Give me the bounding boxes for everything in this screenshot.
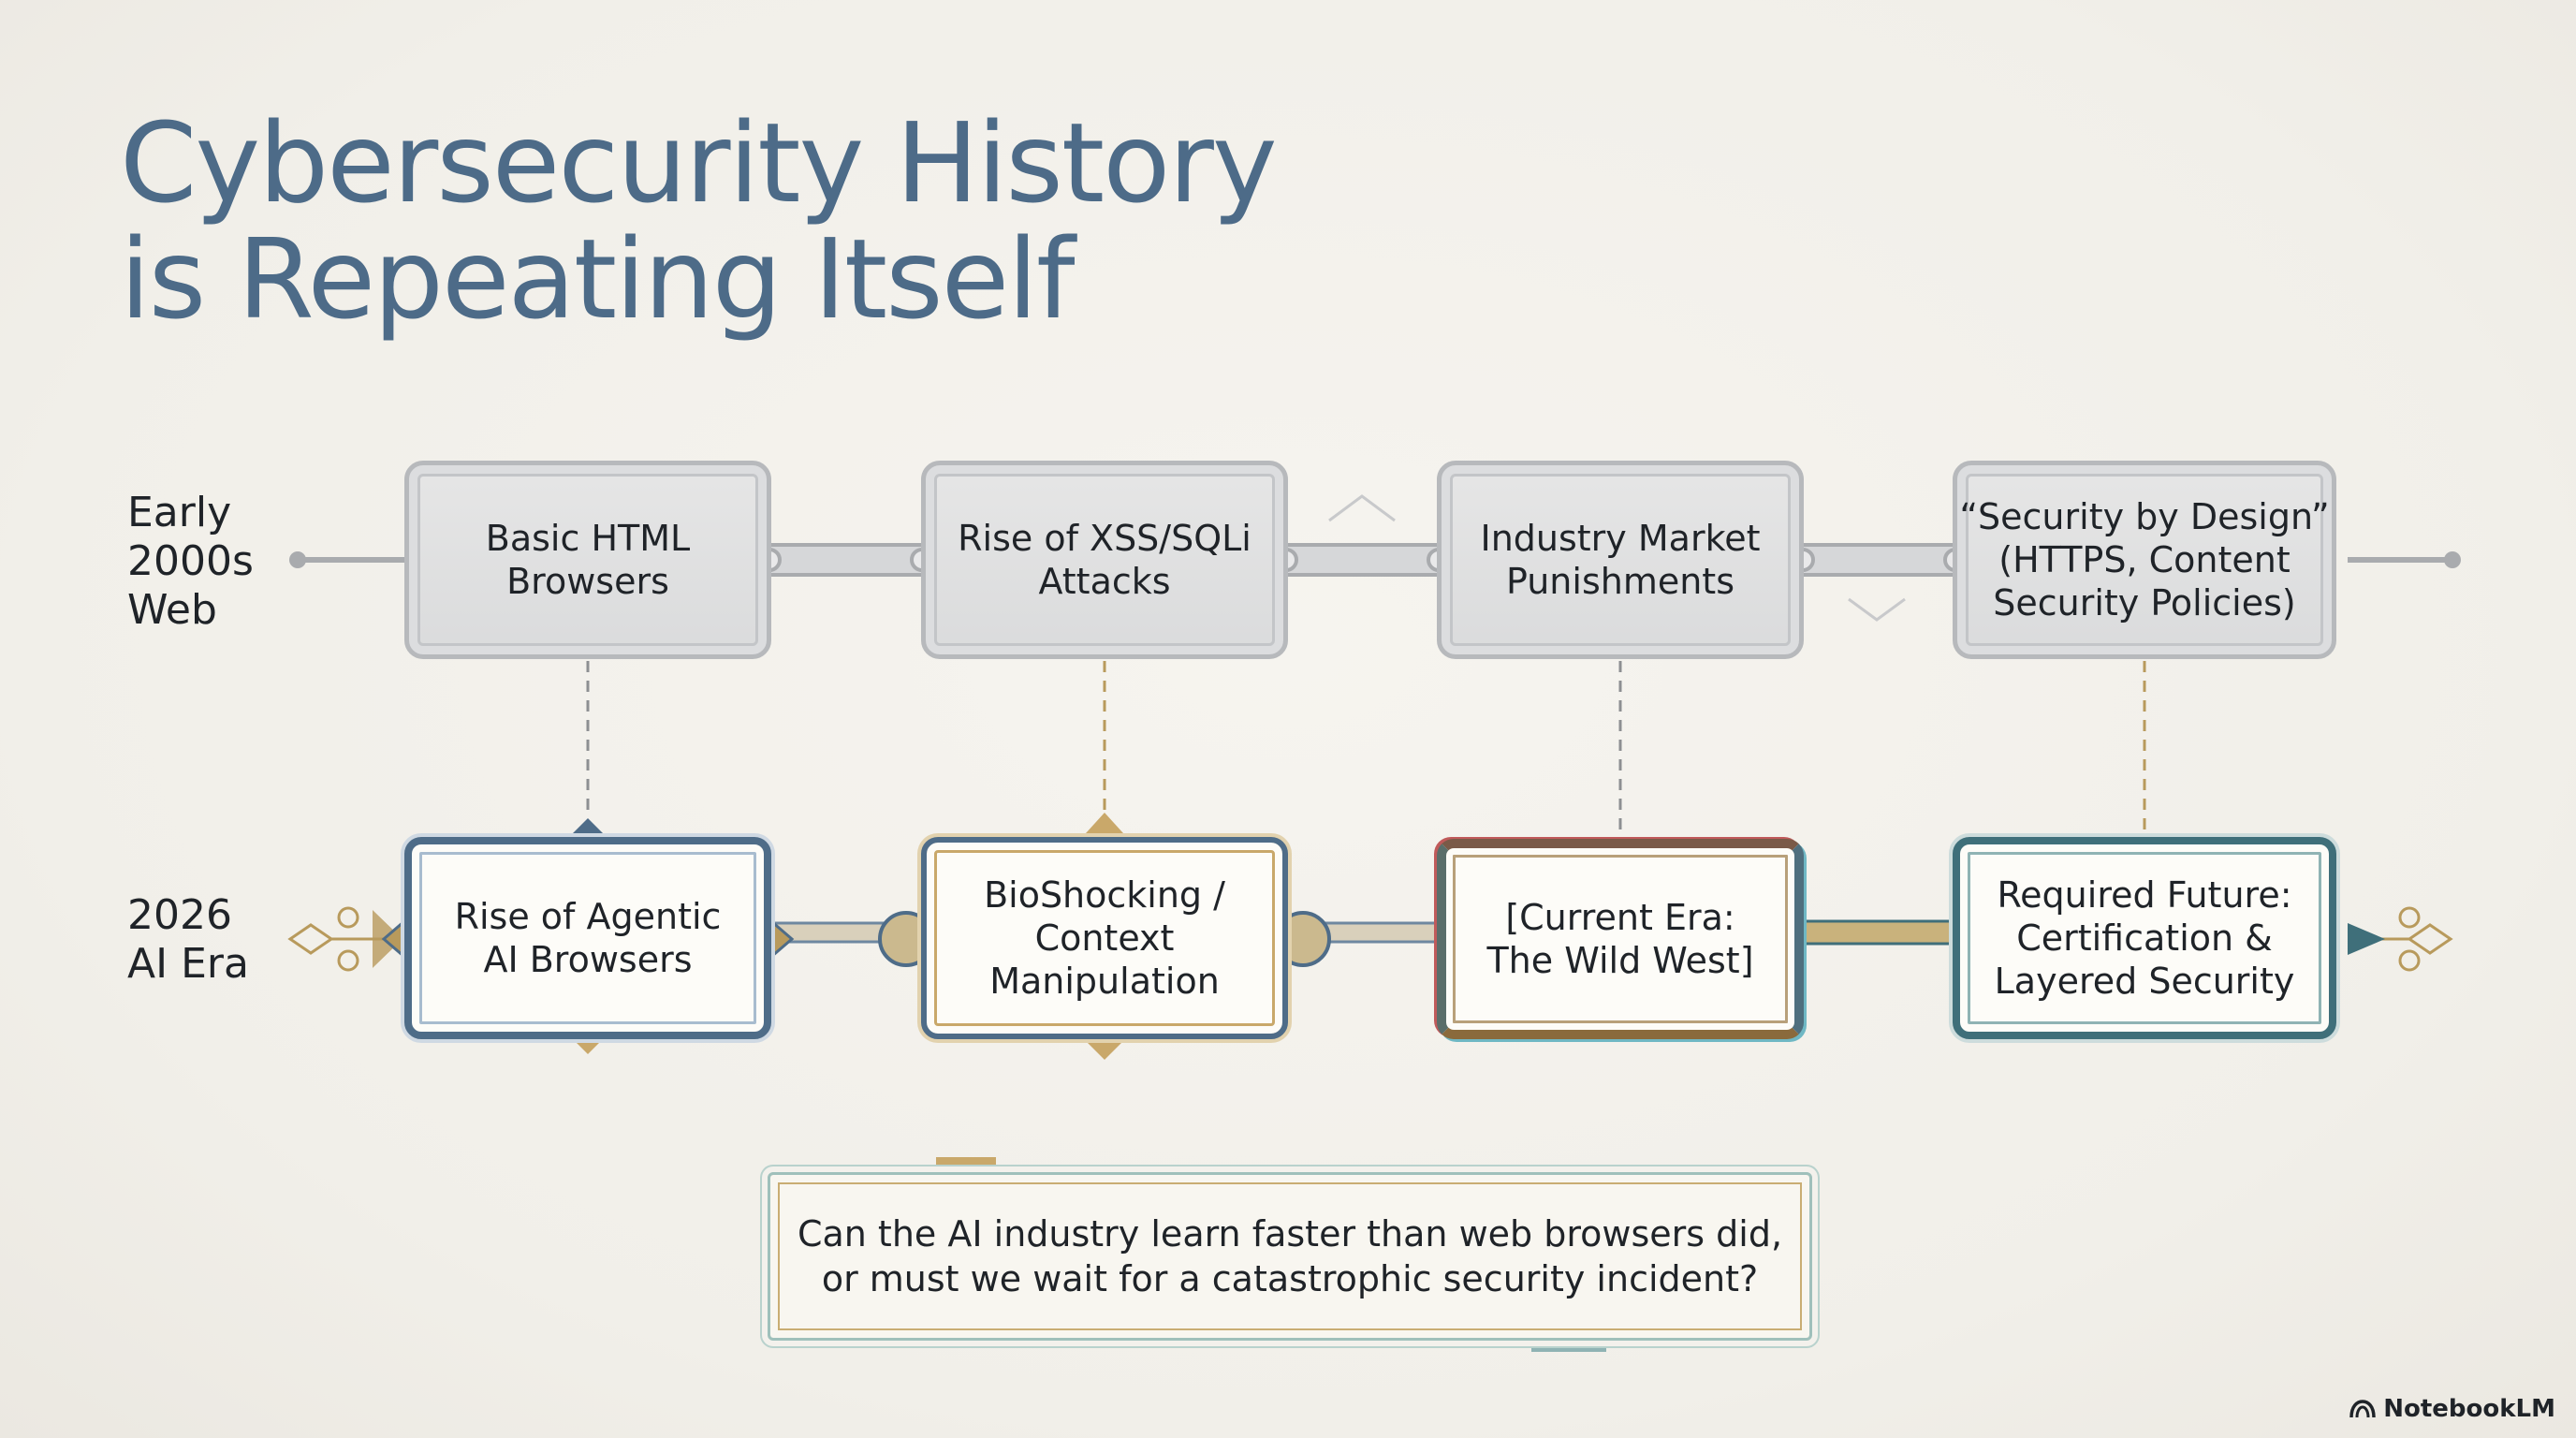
title-line-2: is Repeating Itself [120,214,1076,344]
web-stage-box: Basic HTML Browsers [404,461,771,659]
question-line: Can the AI industry learn faster than we… [797,1213,1783,1255]
web-stage-box: “Security by Design” (HTTPS, Content Sec… [1953,461,2336,659]
brand-name: NotebookLM [2383,1395,2555,1423]
web-stage-box: Rise of XSS/SQLi Attacks [921,461,1288,659]
ai-stage-text: AI Browsers [483,939,693,980]
ai-stage-text: [Current Era: [1505,897,1735,938]
ai-stage-box: [Current Era: The Wild West] [1437,839,1804,1039]
row-label-ai-line: AI Era [127,940,249,988]
ai-stage-box: Rise of Agentic AI Browsers [404,837,771,1039]
row-label-web-line: Web [127,586,217,634]
web-stage-text: Basic HTML [485,518,691,559]
ai-stage-text: Context [1034,917,1175,959]
ai-stage-text: Manipulation [989,961,1220,1002]
row-label-web-line: 2000s [127,537,254,585]
web-stage-text: Browsers [506,561,669,602]
web-stage-text: Rise of XSS/SQLi [958,518,1251,559]
web-stage-box: Industry Market Punishments [1437,461,1804,659]
web-stage-text: Security Policies) [1993,582,2296,624]
web-timeline-rail [289,494,2461,622]
page-title: Cybersecurity History is Repeating Itsel… [120,98,1278,344]
ai-stage-text: Layered Security [1994,961,2295,1002]
era-links [586,661,2146,833]
web-stage-text: Industry Market [1480,518,1761,559]
ai-stage-text: BioShocking / [984,874,1225,916]
title-line-1: Cybersecurity History [120,98,1278,227]
ai-stage-box: Required Future: Certification & Layered… [1953,837,2336,1039]
ai-stage-box: BioShocking / Context Manipulation [921,837,1288,1039]
ai-stage-text: Rise of Agentic [454,896,722,937]
closing-question: Can the AI industry learn faster than we… [768,1172,1812,1341]
ai-stage-text: The Wild West] [1486,940,1754,981]
notebooklm-logo-icon [2349,1400,2376,1418]
web-stage-text: Attacks [1038,561,1171,602]
row-label-web: Early 2000s Web [127,489,254,635]
web-stage-text: “Security by Design” [1959,496,2330,537]
web-stage-text: Punishments [1505,561,1734,602]
ai-stage-text: Required Future: [1997,874,2292,916]
question-line: or must we wait for a catastrophic secur… [821,1258,1759,1299]
row-label-web-line: Early [127,489,232,536]
web-stage-text: (HTTPS, Content [1998,539,2291,580]
ai-stage-text: Certification & [2016,917,2273,959]
branding: NotebookLM [2349,1395,2555,1423]
row-label-ai: 2026 AI Era [127,891,249,989]
row-label-ai-line: 2026 [127,891,232,939]
